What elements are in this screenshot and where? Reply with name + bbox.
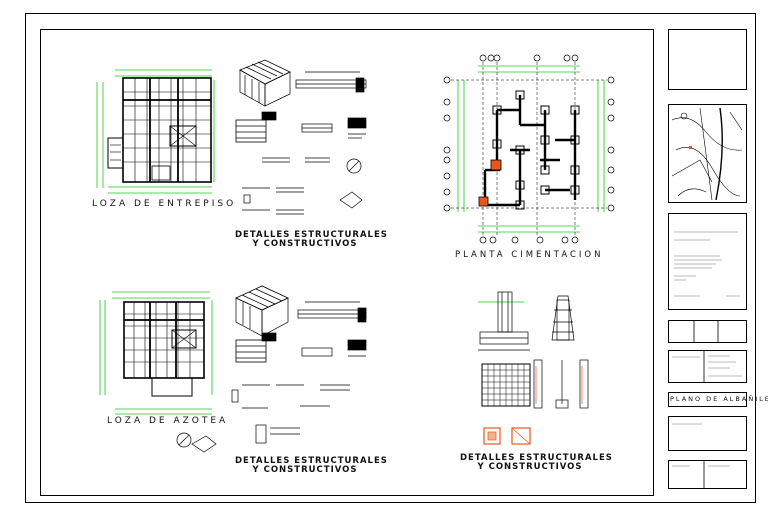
loza-entrepiso-plan xyxy=(96,69,215,194)
drawing-frame xyxy=(40,29,654,496)
plan-title: PLANO DE ALBAÑILERIA xyxy=(670,395,768,403)
planta-cimentacion-plan xyxy=(443,54,615,244)
title-block-box-logo xyxy=(668,29,747,90)
outer-border xyxy=(25,13,756,503)
caption-detalles-1-line1: DETALLES ESTRUCTURALES xyxy=(235,230,388,240)
caption-detalles-1-line2: Y CONSTRUCTIVOS xyxy=(252,239,358,249)
loza-azotea-plan xyxy=(99,291,213,415)
caption-detalles-3-line1: DETALLES ESTRUCTURALES xyxy=(460,453,613,463)
author-box xyxy=(668,350,747,383)
scale-box xyxy=(668,320,747,343)
highlight-footing xyxy=(490,159,502,171)
detalles-middle xyxy=(176,285,367,453)
caption-detalles-2-line1: DETALLES ESTRUCTURALES xyxy=(235,456,388,466)
highlight-footing xyxy=(478,196,489,207)
signature-box xyxy=(668,460,747,489)
caption-detalles-2-line2: Y CONSTRUCTIVOS xyxy=(252,465,358,475)
caption-loza-azotea: LOZA DE AZOTEA xyxy=(107,416,229,426)
remarks-box xyxy=(668,416,747,451)
caption-planta-cimentacion: PLANTA CIMENTACION xyxy=(455,250,604,260)
plan-title-box xyxy=(668,392,747,407)
caption-detalles-3-line2: Y CONSTRUCTIVOS xyxy=(477,462,583,472)
caption-loza-entrepiso: LOZA DE ENTREPISO xyxy=(92,199,237,209)
detalles-upper xyxy=(235,59,367,215)
title-block xyxy=(668,29,747,489)
detalles-right xyxy=(478,291,589,445)
location-map-box xyxy=(668,104,747,203)
project-notes-box xyxy=(668,213,747,310)
location-marker xyxy=(689,146,692,149)
